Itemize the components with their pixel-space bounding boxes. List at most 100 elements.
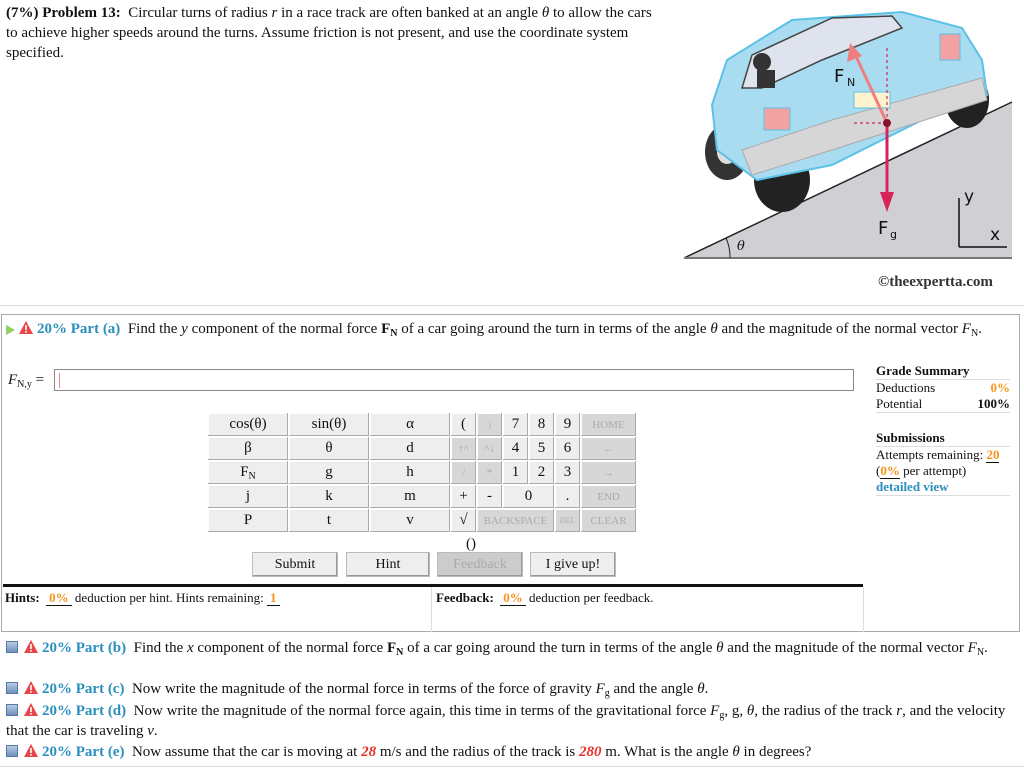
- give-up-button[interactable]: I give up!: [530, 552, 616, 577]
- part-b-text: .: [984, 640, 988, 656]
- key-fn[interactable]: FN: [207, 460, 289, 485]
- sqrt-paren-hint: (): [466, 536, 476, 552]
- hints-info: Hints: 0% deduction per hint. Hints rema…: [5, 590, 280, 606]
- key-down[interactable]: ^↓: [476, 436, 503, 461]
- part-d-header[interactable]: 20% Part (d) Now write the magnitude of …: [6, 701, 1018, 741]
- key-d[interactable]: d: [369, 436, 451, 461]
- part-a-text: component of the normal force: [187, 321, 382, 337]
- svg-text:N: N: [847, 76, 855, 89]
- key-sin[interactable]: sin(θ): [288, 412, 370, 437]
- problem-text: to allow the cars to achieve higher spee…: [6, 5, 652, 61]
- attempts-row: Attempts remaining: 20: [876, 446, 1010, 463]
- key-left-arrow[interactable]: ←: [580, 436, 637, 461]
- hint-button[interactable]: Hint: [346, 552, 430, 577]
- problem-statement: (7%) Problem 13: Circular turns of radiu…: [6, 3, 666, 63]
- var-theta: θ: [746, 703, 755, 719]
- key-right-arrow[interactable]: →: [580, 460, 637, 485]
- key-9[interactable]: 9: [554, 412, 581, 437]
- part-e-header[interactable]: 20% Part (e) Now assume that the car is …: [6, 742, 1018, 762]
- vec-fn: F: [967, 640, 977, 656]
- key-rparen[interactable]: ): [476, 412, 503, 437]
- svg-text:F: F: [878, 218, 888, 239]
- feedback-button[interactable]: Feedback: [437, 552, 523, 577]
- per-attempt-paren: (: [876, 463, 881, 478]
- per-attempt-value: 0%: [880, 463, 900, 479]
- key-backspace[interactable]: BACKSPACE: [476, 508, 555, 533]
- warning-icon: [24, 703, 38, 716]
- per-attempt-text: per attempt): [899, 463, 967, 478]
- key-4[interactable]: 4: [502, 436, 529, 461]
- part-d-title: 20% Part (d): [42, 703, 127, 719]
- submissions-title: Submissions: [876, 430, 945, 445]
- key-end[interactable]: END: [580, 484, 637, 509]
- key-multiply[interactable]: *: [476, 460, 503, 485]
- key-0[interactable]: 0: [502, 484, 555, 509]
- hints-panel: [3, 587, 432, 632]
- banked-car-figure: F N F g θ y x: [682, 0, 1022, 300]
- warning-icon: [24, 744, 38, 757]
- key-theta[interactable]: θ: [288, 436, 370, 461]
- var-theta: θ: [697, 681, 705, 697]
- key-lparen[interactable]: (: [450, 412, 477, 437]
- key-del[interactable]: DEL: [554, 508, 581, 533]
- expand-arrow-icon[interactable]: [6, 324, 15, 335]
- detailed-view-link[interactable]: detailed view: [876, 479, 1010, 496]
- hints-remaining: 1: [267, 590, 280, 606]
- collapsed-part-icon[interactable]: [6, 745, 18, 757]
- submit-button[interactable]: Submit: [252, 552, 338, 577]
- part-e-text: m. What is the angle: [601, 744, 733, 760]
- key-home[interactable]: HOME: [580, 412, 637, 437]
- key-g[interactable]: g: [288, 460, 370, 485]
- key-h[interactable]: h: [369, 460, 451, 485]
- force-fn: F: [386, 640, 397, 656]
- var-y: y: [181, 321, 188, 337]
- key-dot[interactable]: .: [554, 484, 581, 509]
- collapsed-part-icon[interactable]: [6, 641, 18, 653]
- warning-icon: [24, 640, 38, 653]
- collapsed-part-icon[interactable]: [6, 704, 18, 716]
- vec-fn: F: [961, 321, 971, 337]
- key-5[interactable]: 5: [528, 436, 555, 461]
- key-p[interactable]: P: [207, 508, 289, 533]
- key-fn-sub: N: [248, 471, 256, 482]
- problem-text: in a race track are often banked at an a…: [277, 5, 542, 21]
- key-t[interactable]: t: [288, 508, 370, 533]
- potential-value: 100%: [977, 396, 1011, 411]
- key-7[interactable]: 7: [502, 412, 529, 437]
- part-b-text: of a car going around the turn in terms …: [403, 640, 717, 656]
- part-b-header[interactable]: 20% Part (b) Find the x component of the…: [6, 638, 1018, 658]
- var-fg-sub: g: [719, 710, 725, 721]
- radius-value: 280: [578, 744, 602, 760]
- key-8[interactable]: 8: [528, 412, 555, 437]
- part-e-title: 20% Part (e): [42, 744, 125, 760]
- part-c-header[interactable]: 20% Part (c) Now write the magnitude of …: [6, 679, 1018, 699]
- part-d-text: , g,: [724, 703, 747, 719]
- answer-input[interactable]: [54, 369, 854, 391]
- part-b-title: 20% Part (b): [42, 640, 127, 656]
- key-v[interactable]: v: [369, 508, 451, 533]
- part-d-text: , the radius of the track: [754, 703, 897, 719]
- key-m[interactable]: m: [369, 484, 451, 509]
- key-3[interactable]: 3: [554, 460, 581, 485]
- key-alpha[interactable]: α: [369, 412, 451, 437]
- key-2[interactable]: 2: [528, 460, 555, 485]
- force-fn-sub: N: [390, 328, 398, 339]
- key-up[interactable]: ↑^: [450, 436, 477, 461]
- hints-label: Hints:: [5, 590, 40, 605]
- key-6[interactable]: 6: [554, 436, 581, 461]
- key-fn-label: F: [240, 464, 249, 480]
- part-a-panel: [1, 314, 1020, 632]
- key-sqrt[interactable]: √: [450, 508, 477, 533]
- key-k[interactable]: k: [288, 484, 370, 509]
- key-1[interactable]: 1: [502, 460, 529, 485]
- key-j[interactable]: j: [207, 484, 289, 509]
- key-minus[interactable]: -: [476, 484, 503, 509]
- key-divide[interactable]: /: [450, 460, 477, 485]
- key-clear[interactable]: CLEAR: [580, 508, 637, 533]
- key-beta[interactable]: β: [207, 436, 289, 461]
- key-plus[interactable]: +: [450, 484, 477, 509]
- var-theta: θ: [710, 321, 718, 337]
- collapsed-part-icon[interactable]: [6, 682, 18, 694]
- key-cos[interactable]: cos(θ): [207, 412, 289, 437]
- answer-label-sub: N,y: [17, 379, 32, 390]
